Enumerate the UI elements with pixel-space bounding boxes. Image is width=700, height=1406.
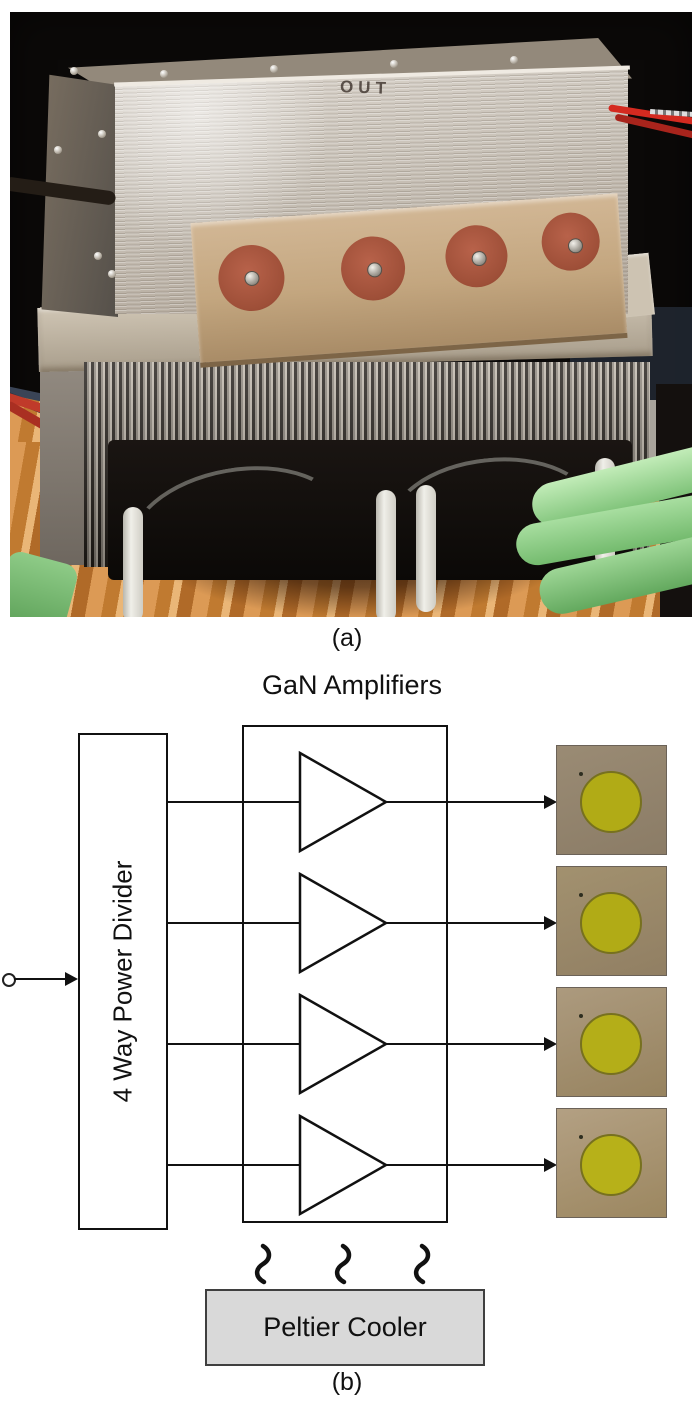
antenna-element [539,210,602,273]
arrowhead-icon [544,795,557,809]
feed-point [579,893,583,897]
arrowhead-icon [544,1158,557,1172]
diagram-title: GaN Amplifiers [261,670,443,700]
support-leg [416,485,436,612]
amplifier-bank-box [242,725,448,1223]
feed-point [579,1135,583,1139]
patch-disc [580,771,642,833]
screw [54,146,62,154]
patch-antenna-1 [556,745,667,855]
antenna-element [216,242,287,314]
screw [270,65,278,73]
antenna-element [443,223,510,290]
screw [94,252,102,260]
amplifier-triangle-2 [298,871,389,975]
patch-disc [580,1013,642,1075]
screw [108,270,116,278]
screw [567,237,584,254]
patch-antenna-3 [556,987,667,1097]
enclosure-out-marking: OUT [339,77,392,98]
power-divider-box: 4 Way Power Divider [78,733,168,1230]
amplifier-triangle-1 [298,750,389,854]
screw [471,250,488,267]
feed-point [579,772,583,776]
peltier-cooler-label: Peltier Cooler [263,1312,427,1342]
antenna-element [338,234,408,303]
patch-antenna-2 [556,866,667,976]
input-arrowhead-icon [65,972,78,986]
patch-antenna-4 [556,1108,667,1218]
screw [366,261,383,278]
arrowhead-icon [544,916,557,930]
caption-b: (b) [331,1368,363,1396]
screw [160,70,168,78]
screw [98,130,106,138]
screw [70,67,78,75]
caption-a: (a) [331,624,363,652]
arrowhead-icon [544,1037,557,1051]
screw [243,270,260,287]
screw [510,56,518,64]
hardware-photo: OUT [10,12,692,617]
patch-disc [580,892,642,954]
feed-point [579,1014,583,1018]
power-divider-label: 4 Way Power Divider [107,860,138,1103]
amplifier-triangle-4 [298,1113,389,1217]
support-leg [123,507,143,617]
screw [390,60,398,68]
input-port-circle [2,973,16,987]
peltier-cooler-box: Peltier Cooler [205,1289,485,1366]
thermal-squiggle-icon [334,1243,352,1285]
support-leg [376,490,396,617]
antenna-array-panel [190,193,628,368]
input-line [14,978,66,980]
patch-disc [580,1134,642,1196]
amplifier-triangle-3 [298,992,389,1096]
thermal-squiggle-icon [254,1243,272,1285]
thermal-squiggle-icon [413,1243,431,1285]
